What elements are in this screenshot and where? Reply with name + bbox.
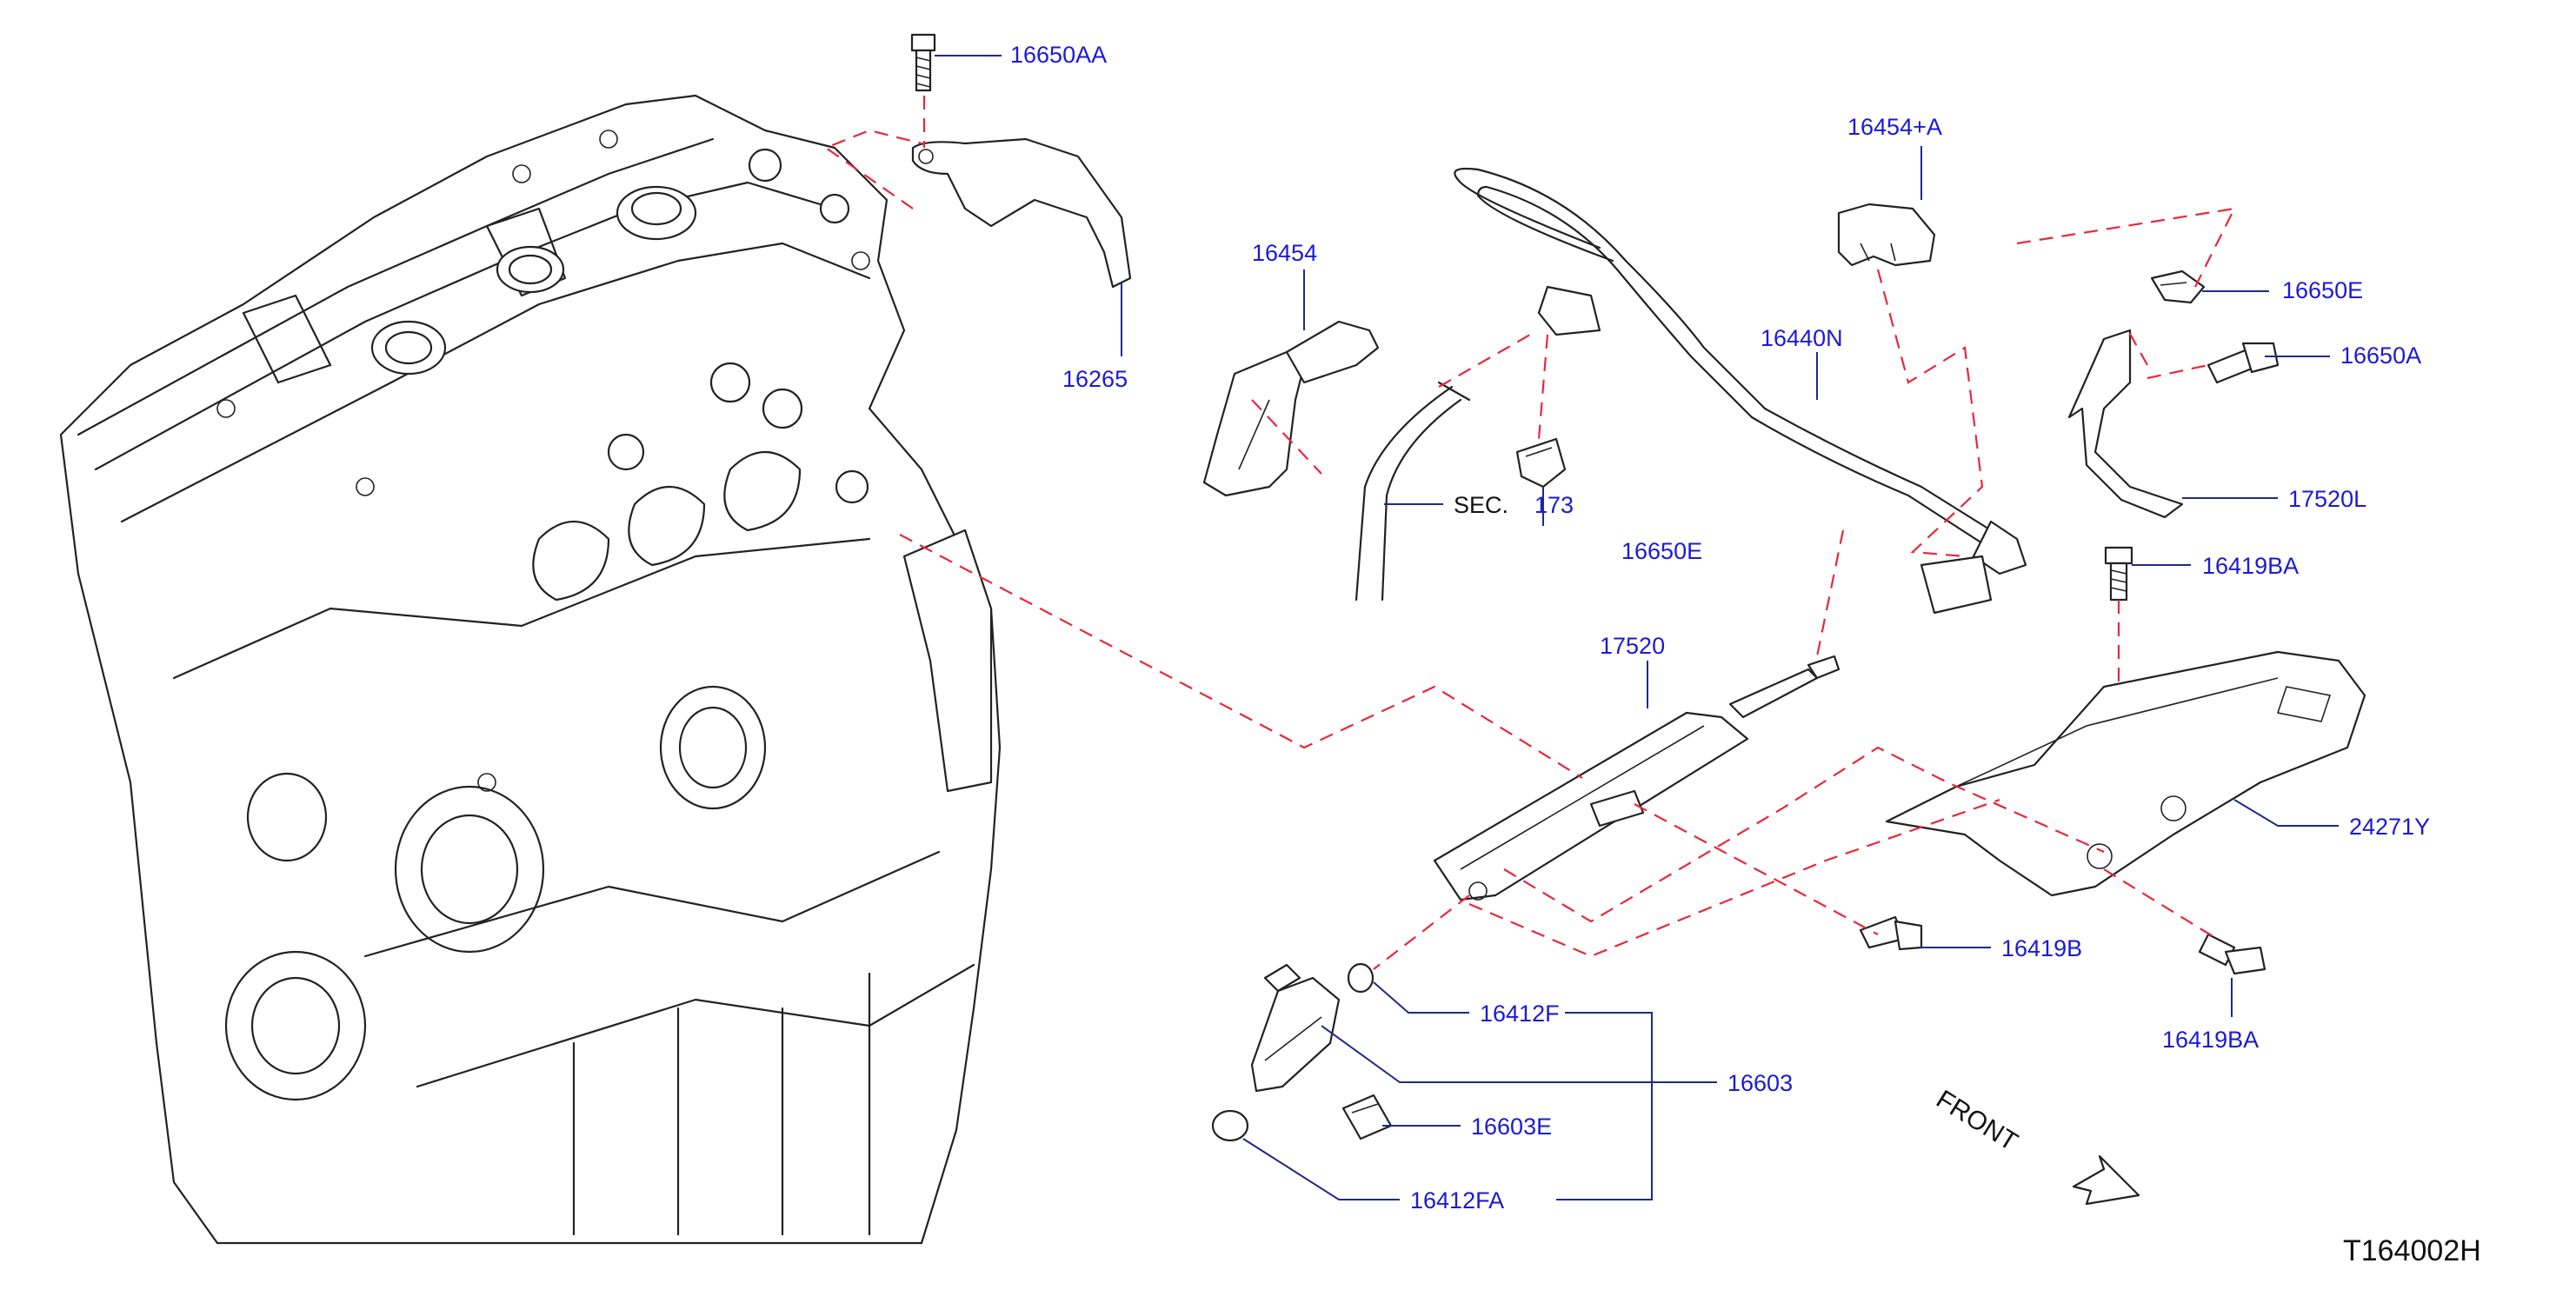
label-16454: 16454	[1252, 240, 1317, 266]
label-16419BA-lower: 16419BA	[2162, 1027, 2259, 1053]
part-16650A-bolt	[2207, 342, 2280, 384]
label-16603: 16603	[1727, 1070, 1793, 1096]
label-16412F: 16412F	[1480, 1001, 1560, 1027]
label-16419B: 16419B	[2001, 935, 2082, 961]
section-ref-prefix: SEC.	[1454, 492, 1508, 518]
label-16650AA: 16650AA	[1010, 42, 1107, 68]
label-16650A: 16650A	[2340, 342, 2421, 369]
label-16419BA-upper: 16419BA	[2202, 553, 2299, 579]
part-16440N-hose	[1454, 167, 2027, 615]
part-24271Y-heat-shield	[1885, 650, 2366, 897]
part-16603E-clip	[1341, 1094, 1393, 1140]
assembly-dashed-lines	[823, 96, 2236, 970]
label-16650E-lower: 16650E	[1621, 538, 1702, 564]
part-16419BA-bolt-lower	[2198, 933, 2266, 975]
part-16412FA-o-ring	[1211, 1109, 1249, 1142]
front-label: FRONT	[1931, 1085, 2022, 1157]
part-16650AA-bolt	[910, 33, 936, 92]
part-16419BA-bolt-upper	[2104, 546, 2133, 602]
label-16412FA: 16412FA	[1410, 1187, 1504, 1214]
leader-lines	[935, 55, 2339, 1200]
front-arrow-icon	[2072, 1154, 2140, 1206]
part-17520L-bracket	[2067, 329, 2184, 519]
part-16419B-bolt	[1859, 915, 1923, 951]
part-16650E-clip-upper	[2150, 269, 2206, 304]
part-16454A-cap	[1837, 203, 1936, 267]
part-17520-fuel-rail	[1433, 655, 1840, 901]
part-16454-connector	[1202, 320, 1380, 497]
part-16265-bracket	[911, 137, 1132, 289]
label-16603E: 16603E	[1471, 1114, 1552, 1140]
label-16454A: 16454+A	[1847, 114, 1942, 140]
label-24271Y: 24271Y	[2349, 814, 2430, 840]
diagram-code: T164002H	[2343, 1234, 2481, 1267]
section-ref-number: 173	[1534, 492, 1574, 518]
label-17520L: 17520L	[2288, 486, 2366, 512]
label-16650E-upper: 16650E	[2282, 277, 2363, 303]
part-16412F-o-ring	[1347, 962, 1375, 994]
label-16265: 16265	[1062, 366, 1128, 392]
label-17520: 17520	[1600, 633, 1665, 659]
label-16440N: 16440N	[1761, 325, 1843, 351]
part-16603-injector	[1250, 963, 1341, 1093]
engine-assembly-drawing	[59, 94, 1002, 1245]
part-16650E-clip-lower	[1515, 437, 1567, 489]
sec-173-hose	[1355, 381, 1471, 602]
